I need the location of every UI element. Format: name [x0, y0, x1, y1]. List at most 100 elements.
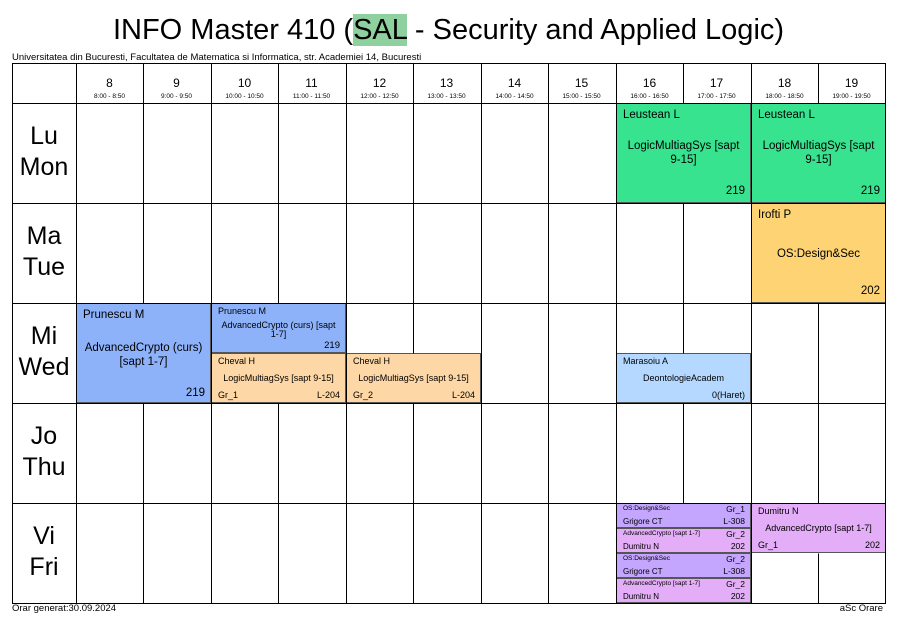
hour-number: 11 — [305, 76, 318, 90]
activity-subject: DeontologieAcadem — [642, 373, 725, 383]
activity-cell[interactable]: OS:Design&Sec Gr_1 Grigore CT L-308 — [616, 503, 751, 528]
day-label-en: Tue — [22, 253, 66, 281]
activity-subject: LogicMultiagSys [sapt 9-15] — [358, 373, 469, 383]
activity-group: Gr_2 — [726, 579, 745, 589]
activity-cell[interactable]: Irofti P OS:Design&Sec 202 — [751, 203, 886, 303]
activity-room: 219 — [324, 340, 340, 351]
title-prefix: INFO Master 410 ( — [112, 14, 354, 46]
hour-number: 12 — [372, 76, 387, 90]
activity-teacher: Grigore CT — [623, 517, 663, 526]
hour-time: 19:00 - 19:50 — [832, 93, 871, 100]
activity-room: L-204 — [451, 390, 475, 400]
activity-room: 219 — [860, 185, 880, 197]
activity-subject: 1-7] — [270, 329, 287, 339]
hour-number: 19 — [844, 76, 859, 90]
activity-cell[interactable]: Leustean L LogicMultiagSys [sapt 9-15] 2… — [751, 103, 886, 203]
day-label-ro: Ma — [26, 222, 62, 250]
activity-teacher: Leustean L — [758, 109, 815, 121]
activity-group: Gr_1 — [218, 390, 239, 400]
day-label-en: Fri — [29, 553, 59, 581]
hour-time: 14:00 - 14:50 — [495, 93, 534, 100]
activity-room: L-308 — [723, 516, 745, 526]
activity-cell[interactable]: AdvancedCrypto [sapt 1-7] Gr_2 Dumitru N… — [616, 578, 751, 603]
activity-room: L-204 — [316, 390, 340, 400]
generated-date: Orar generat:30.09.2024 — [12, 603, 117, 614]
title-highlight: SAL — [353, 14, 407, 46]
hour-number: 13 — [439, 76, 454, 90]
activity-subject: LogicMultiagSys [sapt 9-15] — [223, 373, 334, 383]
day-label-en: Thu — [22, 453, 66, 481]
hour-number: 9 — [173, 76, 180, 90]
hour-time: 18:00 - 18:50 — [765, 93, 804, 100]
activity-cell[interactable]: Marasoiu A DeontologieAcadem 0(Haret) — [616, 353, 751, 403]
activity-group: Gr_1 — [758, 540, 779, 550]
activity-cell[interactable]: OS:Design&Sec Gr_2 Grigore CT L-308 — [616, 553, 751, 578]
activity-subject: LogicMultiagSys [sapt — [627, 140, 740, 152]
activity-room: 202 — [864, 540, 880, 550]
hour-time: 11:00 - 11:50 — [292, 93, 331, 100]
activity-cell[interactable]: Cheval H LogicMultiagSys [sapt 9-15] Gr_… — [346, 353, 481, 403]
activity-room: L-308 — [723, 566, 745, 576]
activity-teacher: Leustean L — [623, 109, 680, 121]
hour-number: 16 — [642, 76, 657, 90]
activity-teacher: Dumitru N — [623, 542, 660, 551]
activity-room: 219 — [185, 387, 205, 399]
activity-subject: AdvancedCrypto [sapt 1-7] — [623, 580, 700, 587]
hour-number: 10 — [237, 76, 252, 90]
activity-subject: OS:Design&Sec — [623, 555, 670, 562]
activity-cell[interactable]: Prunescu M AdvancedCrypto (curs) [sapt 1… — [76, 303, 211, 403]
hour-number: 17 — [709, 76, 724, 90]
day-label-en: Wed — [18, 353, 70, 381]
activity-teacher: Prunescu M — [83, 309, 145, 321]
activity-subject: OS:Design&Sec — [776, 248, 861, 260]
day-label-en: Mon — [19, 153, 69, 181]
activity-teacher: Irofti P — [758, 209, 792, 221]
hour-number: 8 — [106, 76, 113, 90]
activity-cell[interactable]: Prunescu M AdvancedCrypto (curs) [sapt 1… — [211, 303, 346, 353]
activity-subject: AdvancedCrypto [sapt 1-7] — [765, 523, 872, 533]
hour-time: 16:00 - 16:50 — [630, 93, 669, 100]
title-suffix: - Security and Applied Logic) — [406, 14, 785, 46]
activity-room: 202 — [730, 591, 745, 601]
activity-subject: 9-15] — [670, 154, 697, 166]
hour-time: 17:00 - 17:50 — [697, 93, 736, 100]
activity-teacher: Cheval H — [218, 356, 256, 366]
activity-cell[interactable]: Dumitru N AdvancedCrypto [sapt 1-7] Gr_1… — [751, 503, 886, 553]
hour-time: 15:00 - 15:50 — [562, 93, 601, 100]
activity-subject: LogicMultiagSys [sapt — [762, 140, 875, 152]
hour-time: 13:00 - 13:50 — [427, 93, 466, 100]
page-title: INFO Master 410 (SAL - Security and Appl… — [0, 13, 897, 47]
activity-group: Gr_1 — [726, 504, 745, 514]
activity-subject: AdvancedCrypto (curs) — [84, 342, 203, 354]
activity-teacher: Marasoiu A — [623, 356, 669, 366]
activity-cell[interactable]: AdvancedCrypto [sapt 1-7] Gr_2 Dumitru N… — [616, 528, 751, 553]
hour-time: 12:00 - 12:50 — [360, 93, 399, 100]
hour-time: 9:00 - 9:50 — [160, 93, 193, 100]
activity-subject: 9-15] — [805, 154, 832, 166]
activity-group: Gr_2 — [353, 390, 374, 400]
activity-teacher: Dumitru N — [758, 506, 799, 516]
activity-teacher: Prunescu M — [218, 306, 267, 316]
day-label-ro: Vi — [33, 522, 55, 550]
activity-group: Gr_2 — [726, 554, 745, 564]
activity-subject: AdvancedCrypto [sapt 1-7] — [623, 530, 700, 537]
activity-teacher: Dumitru N — [623, 592, 660, 601]
activity-cell[interactable]: Leustean L LogicMultiagSys [sapt 9-15] 2… — [616, 103, 751, 203]
activity-room: 219 — [725, 185, 745, 197]
activity-subject: OS:Design&Sec — [623, 505, 670, 512]
activity-subject: [sapt 1-7] — [119, 356, 168, 368]
hour-number: 15 — [574, 76, 589, 90]
generator-credit: aSc Orare — [839, 603, 883, 614]
institution-subtitle: Universitatea din Bucuresti, Facultatea … — [12, 52, 422, 63]
activity-teacher: Cheval H — [353, 356, 391, 366]
day-label-ro: Mi — [30, 322, 58, 350]
day-label-ro: Jo — [30, 422, 58, 450]
activity-room: 202 — [860, 285, 880, 297]
hour-time: 8:00 - 8:50 — [93, 93, 126, 100]
activity-group: Gr_2 — [726, 529, 745, 539]
day-label-ro: Lu — [30, 122, 58, 150]
hour-number: 14 — [507, 76, 522, 90]
activity-cell[interactable]: Cheval H LogicMultiagSys [sapt 9-15] Gr_… — [211, 353, 346, 403]
hour-time: 10:00 - 10:50 — [225, 93, 264, 100]
activity-room: 0(Haret) — [711, 390, 745, 400]
